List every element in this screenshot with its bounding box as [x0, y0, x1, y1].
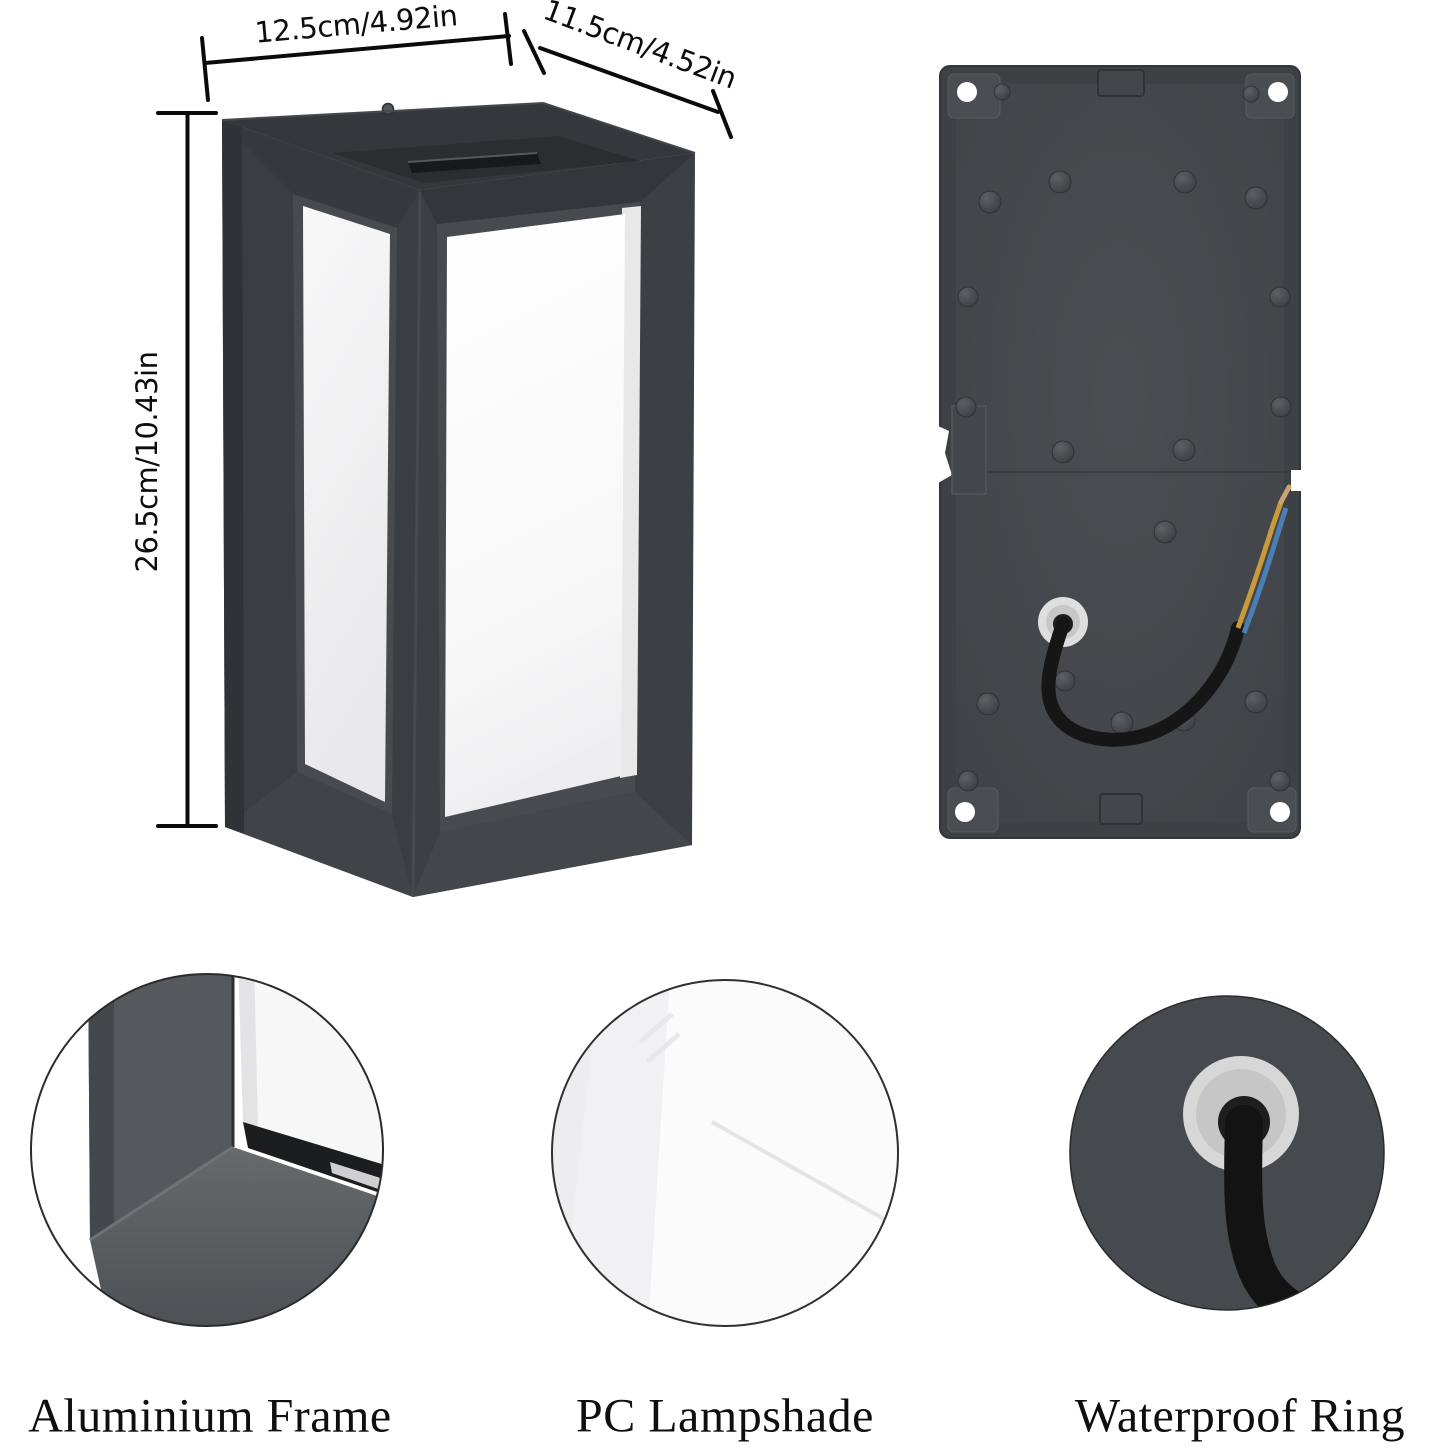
- top-screw: [381, 102, 395, 116]
- depth-dimension-tick-left: [522, 29, 546, 75]
- corner-screw-holes: [955, 82, 1290, 822]
- dimension-lines: [156, 12, 733, 828]
- wall-lamp-front-view: [221, 102, 696, 897]
- bottom-mounting-clip: [1099, 793, 1143, 825]
- height-dimension-label: 26.5cm/10.43in: [130, 351, 164, 573]
- detail-pc-lampshade: [551, 979, 899, 1327]
- left-lampshade-panel: [303, 206, 390, 802]
- power-cable: [1041, 617, 1245, 747]
- feature-label-aluminium-frame: Aluminium Frame: [28, 1389, 392, 1443]
- left-edge-notch: [938, 426, 952, 483]
- depth-dimension-line: [538, 46, 720, 114]
- wire-blue: [1241, 507, 1289, 634]
- wire-copper-tip: [1278, 484, 1292, 505]
- width-dimension-tick-left: [200, 36, 210, 102]
- width-dimension-line: [203, 34, 511, 65]
- depth-dimension-tick-right: [711, 89, 733, 139]
- front-lampshade-panel: [445, 214, 625, 817]
- detail-waterproof-ring: [1069, 995, 1385, 1311]
- feature-label-waterproof-ring: Waterproof Ring: [1074, 1389, 1406, 1443]
- feature-label-pc-lampshade: PC Lampshade: [576, 1389, 874, 1443]
- wire-yellow: [1235, 501, 1284, 629]
- right-edge-notch: [1291, 470, 1302, 491]
- detail-aluminium-frame: [30, 973, 384, 1327]
- wall-lamp-back-view: [938, 65, 1302, 839]
- width-dimension-tick-right: [503, 12, 513, 66]
- top-mounting-clip: [1097, 69, 1145, 97]
